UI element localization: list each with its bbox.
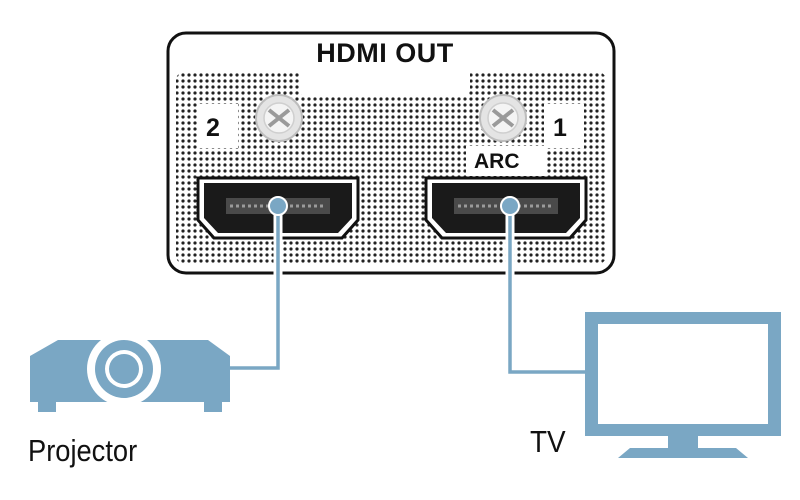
port-2-number: 2	[206, 114, 220, 142]
cable-to-projector	[228, 196, 288, 373]
panel-title: HDMI OUT	[316, 38, 454, 68]
tv-label: TV	[530, 424, 566, 459]
cable-to-tv	[500, 196, 585, 377]
projector-icon	[30, 332, 230, 412]
port-1-arc-label: ARC	[474, 150, 520, 173]
projector-label: Projector	[28, 433, 138, 468]
screw-icon	[479, 94, 527, 142]
port-1-number: 1	[553, 114, 567, 142]
screw-icon	[255, 94, 303, 142]
tv-icon	[585, 312, 781, 458]
